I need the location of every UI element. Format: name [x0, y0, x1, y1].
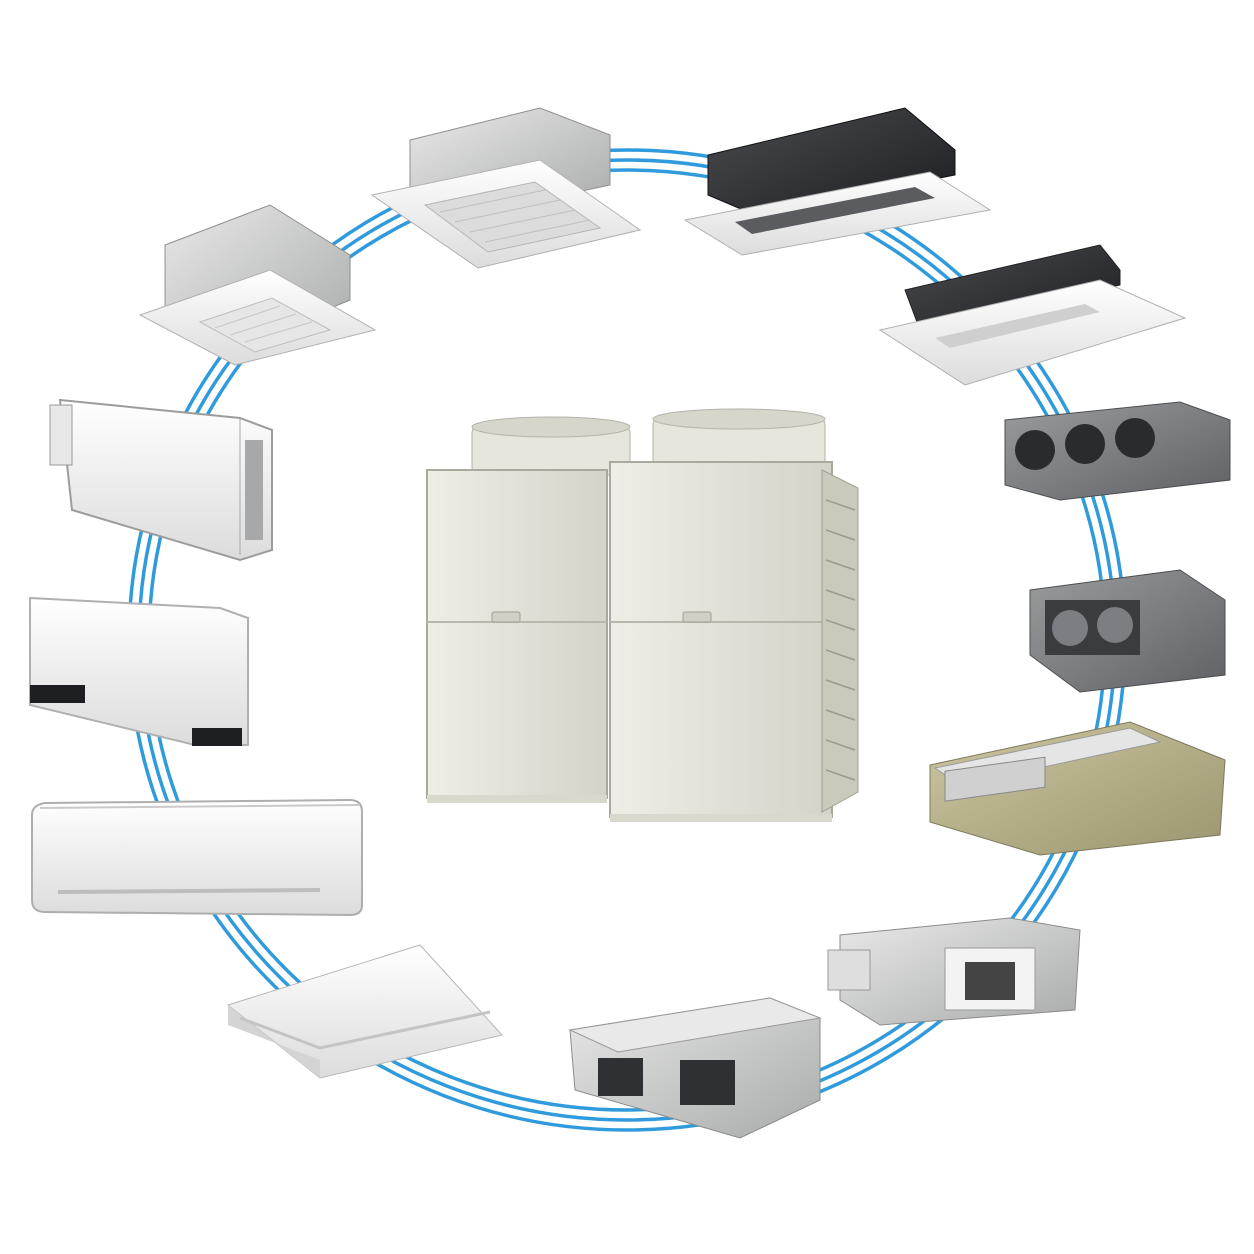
unit-cassette-1way — [878, 244, 1187, 386]
unit-ducted-3fan — [1004, 401, 1231, 501]
unit-ducted-slim — [929, 721, 1226, 856]
unit-wall-mounted — [31, 798, 363, 917]
unit-ducted-medium — [1029, 569, 1226, 693]
outdoor-module-right — [609, 461, 833, 818]
outdoor-unit — [426, 408, 859, 822]
unit-air-handling — [827, 917, 1081, 1026]
unit-cassette-2way-dark — [683, 107, 992, 256]
unit-floor-standing — [29, 596, 249, 746]
unit-fresh-air — [568, 997, 822, 1139]
unit-cassette-4way-small — [138, 204, 377, 366]
unit-cassette-4way-large — [370, 107, 642, 269]
unit-ceiling-suspended — [226, 944, 503, 1079]
outdoor-module-left — [426, 469, 608, 799]
unit-concealed-floor-standing — [49, 398, 273, 562]
